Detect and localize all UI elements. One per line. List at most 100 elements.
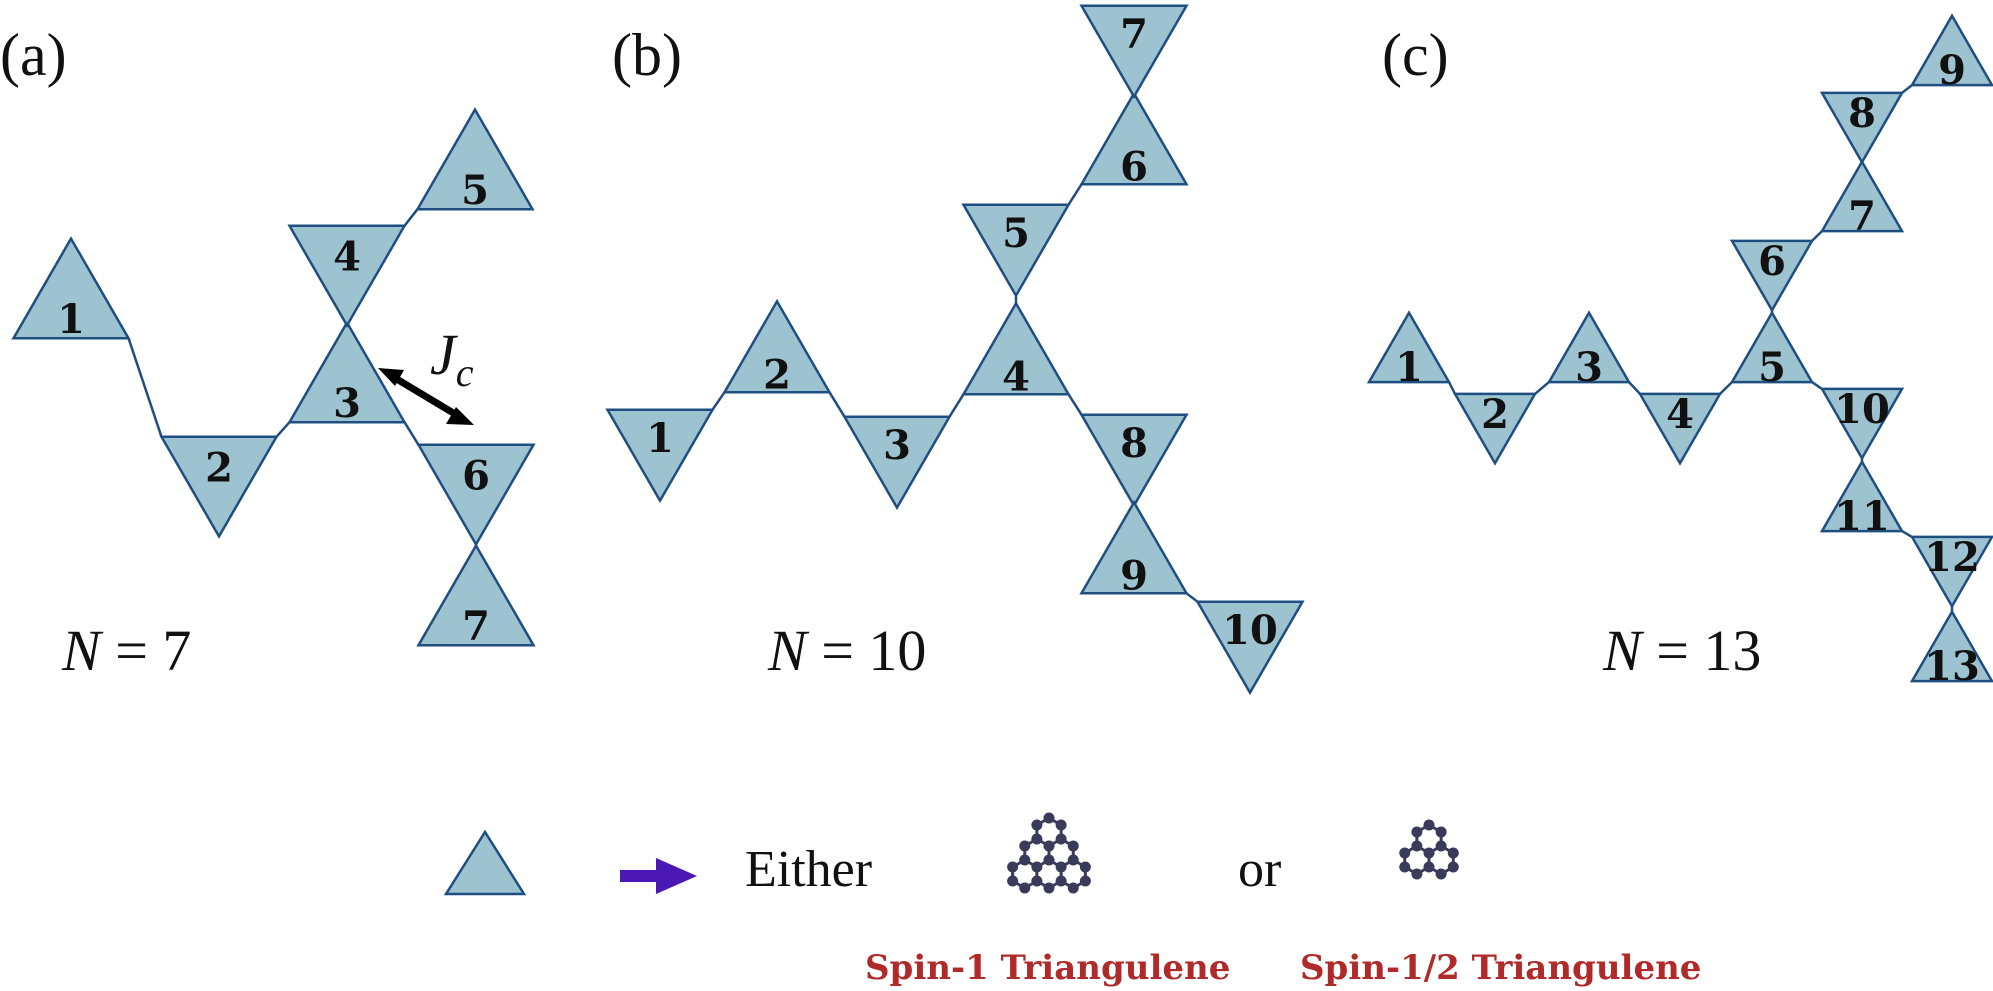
node-label: 1 [1395, 344, 1423, 391]
bond-1-2 [1447, 381, 1457, 395]
triangle-shape [1819, 91, 1905, 165]
carbon-atom [1055, 819, 1067, 831]
carbon-atom [1007, 861, 1019, 873]
node-label: 6 [462, 453, 490, 500]
carbon-atom [1411, 868, 1423, 880]
carbon-atom [1055, 861, 1067, 873]
carbon-atom [1435, 868, 1447, 880]
bond-2-3 [1534, 381, 1550, 395]
triangulene-node: 9 [1079, 499, 1189, 600]
carbon-atom [1435, 840, 1447, 852]
spin1-caption: Spin-1 Triangulene [865, 948, 1230, 988]
node-label: 9 [1938, 47, 1966, 94]
carbon-atom [1447, 847, 1459, 859]
triangulene-node: 3 [1546, 310, 1632, 391]
triangulene-node: 5 [961, 203, 1071, 299]
triangle-shape [961, 203, 1071, 299]
equation-panel-a: N = 7 [61, 618, 191, 683]
triangle-shape [415, 107, 535, 211]
triangulene-node: 5 [1729, 310, 1815, 391]
node-label: 6 [1758, 238, 1786, 285]
carbon-atom [1031, 833, 1043, 845]
carbon-atom [1423, 847, 1435, 859]
node-label: 8 [1120, 420, 1148, 467]
triangle-shape [1366, 310, 1452, 384]
carbon-atom [1067, 882, 1079, 894]
triangle-shape [416, 443, 536, 547]
triangle-shape [1637, 392, 1723, 466]
spin-half-caption: Spin-1/2 Triangulene [1300, 948, 1701, 988]
bond-6-7 [1811, 230, 1823, 242]
node-label: 4 [1666, 391, 1694, 438]
triangle-shape [605, 408, 715, 504]
panel-label-c: (c) [1382, 22, 1449, 88]
triangulene-node: 13 [1909, 609, 1993, 690]
carbon-atom [1007, 875, 1019, 887]
spin-half-triangulene-molecule-icon [1399, 819, 1459, 880]
carbon-atom [1411, 840, 1423, 852]
node-label: 3 [883, 422, 911, 469]
carbon-atom [1031, 861, 1043, 873]
node-label: 10 [1222, 607, 1278, 654]
bond-4-5 [403, 208, 419, 227]
triangulene-node: 8 [1079, 413, 1189, 509]
legend-arrow-shaft [620, 870, 658, 882]
triangulene-node: 6 [416, 443, 536, 547]
carbon-atom [1447, 861, 1459, 873]
node-label: 7 [1120, 11, 1148, 58]
triangle-shape [11, 236, 131, 340]
carbon-atom [1043, 854, 1055, 866]
carbon-atom [1019, 854, 1031, 866]
spin1-triangulene-molecule-icon [1007, 812, 1091, 894]
triangulene-node: 7 [1079, 4, 1189, 100]
triangle-shape [722, 298, 832, 394]
triangle-shape [1909, 535, 1993, 609]
bond-3-4 [948, 393, 965, 418]
carbon-atom [1019, 840, 1031, 852]
bond-8-9 [1901, 84, 1913, 94]
triangulene-node: 2 [159, 435, 279, 539]
triangulene-node: 7 [1819, 159, 1905, 240]
equation-panel-c: N = 13 [1602, 618, 1761, 683]
coupling-arrow [378, 368, 474, 425]
carbon-atom [1423, 819, 1435, 831]
node-label: 7 [462, 603, 490, 650]
triangulene-node: 9 [1909, 13, 1993, 94]
triangle-shape [1729, 239, 1815, 313]
triangulene-node: 1 [1366, 310, 1452, 391]
node-label: 2 [763, 352, 791, 399]
triangle-shape [1452, 392, 1538, 466]
bond-5-6 [1067, 183, 1083, 206]
triangulene-node: 2 [1452, 391, 1538, 466]
carbon-atom [1067, 854, 1079, 866]
node-label: 3 [333, 380, 361, 427]
triangle-shape [961, 300, 1071, 396]
triangle-shape [1195, 600, 1305, 696]
triangulene-node: 3 [287, 320, 407, 427]
carbon-atom [1399, 847, 1411, 859]
carbon-atom [1043, 840, 1055, 852]
triangulene-node: 4 [287, 224, 407, 328]
node-label: 1 [57, 296, 85, 343]
carbon-atom [1435, 826, 1447, 838]
bond-2-3 [828, 391, 846, 418]
legend-either: Either [745, 841, 872, 898]
triangulene-node: 11 [1819, 459, 1905, 540]
node-label: 5 [1002, 210, 1030, 257]
carbon-atom [1019, 882, 1031, 894]
triangulene-node: 3 [842, 415, 952, 511]
carbon-atom [1043, 812, 1055, 824]
triangle-shape [159, 435, 279, 539]
triangle-shape [1079, 499, 1189, 595]
node-label: 8 [1848, 90, 1876, 137]
node-label: 3 [1575, 344, 1603, 391]
node-label: 5 [1758, 344, 1786, 391]
triangle-shape [1819, 159, 1905, 233]
legend-arrow-head [656, 858, 697, 894]
node-label: 11 [1834, 493, 1890, 540]
carbon-atom [1055, 833, 1067, 845]
triangle-shape [842, 415, 952, 511]
